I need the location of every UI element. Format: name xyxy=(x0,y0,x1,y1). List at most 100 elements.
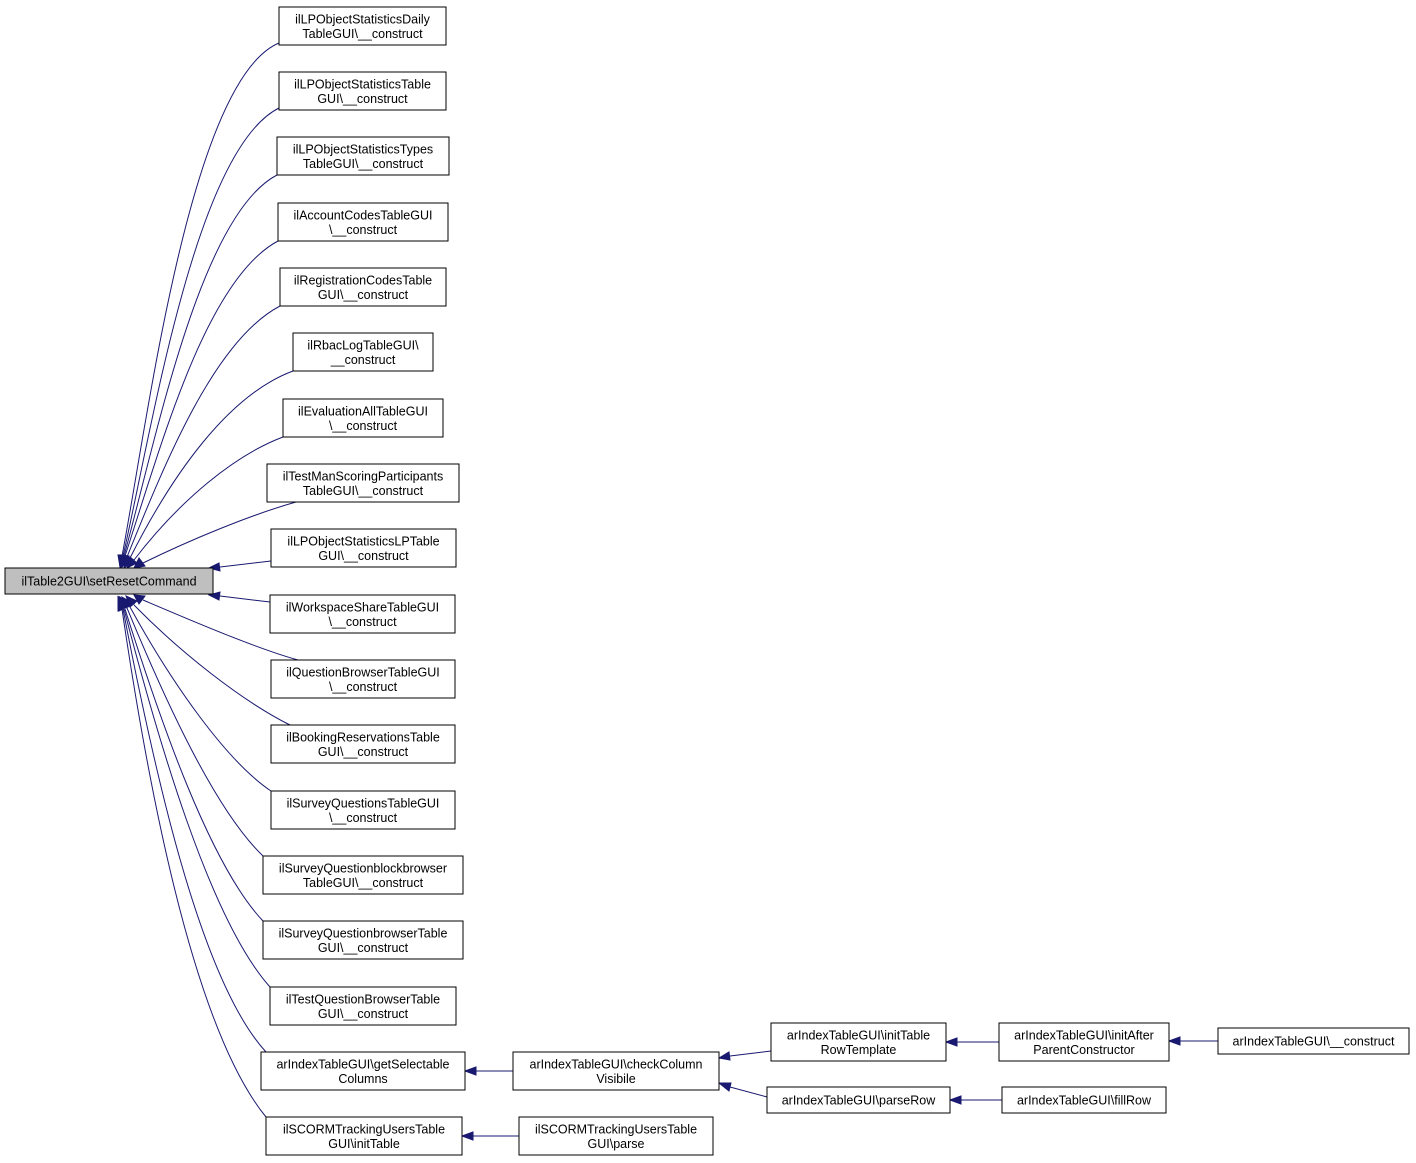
node-label: ilRbacLogTableGUI\ xyxy=(307,338,419,352)
caller-node[interactable]: ilSurveyQuestionbrowserTableGUI\__constr… xyxy=(262,920,464,960)
caller-node[interactable]: arIndexTableGUI\fillRow xyxy=(1001,1086,1167,1114)
node-label: ilQuestionBrowserTableGUI xyxy=(286,665,440,679)
caller-node[interactable]: arIndexTableGUI\initAfterParentConstruct… xyxy=(998,1022,1170,1062)
node-box xyxy=(278,6,447,46)
edge-line xyxy=(122,608,267,1053)
node-label: GUI\__construct xyxy=(318,745,409,759)
node-box xyxy=(998,1022,1170,1062)
caller-node[interactable]: ilLPObjectStatisticsDailyTableGUI\__cons… xyxy=(278,6,447,46)
node-label: arIndexTableGUI\__construct xyxy=(1233,1035,1395,1049)
node-box xyxy=(266,463,460,503)
caller-node[interactable]: arIndexTableGUI\__construct xyxy=(1217,1027,1410,1055)
edge-n11-to-root xyxy=(133,594,299,661)
node-label: ilLPObjectStatisticsDaily xyxy=(295,12,431,26)
edge-n13-to-root xyxy=(121,595,272,792)
node-label: ilEvaluationAllTableGUI xyxy=(298,404,428,418)
node-label: ilTable2GUI\setResetCommand xyxy=(21,575,196,589)
node-label: arIndexTableGUI\checkColumn xyxy=(530,1057,703,1071)
node-label: ilBookingReservationsTable xyxy=(286,730,440,744)
arrowhead-icon xyxy=(948,1095,962,1105)
edge-n9-to-root xyxy=(207,560,272,572)
caller-node[interactable]: ilSurveyQuestionblockbrowserTableGUI\__c… xyxy=(262,855,464,895)
caller-node[interactable]: ilRbacLogTableGUI\__construct xyxy=(292,332,434,372)
caller-node[interactable]: ilLPObjectStatisticsTypesTableGUI\__cons… xyxy=(276,136,450,176)
node-box xyxy=(292,332,434,372)
edge-line xyxy=(133,604,291,726)
caller-node[interactable]: ilQuestionBrowserTableGUI\__construct xyxy=(270,659,456,699)
edge-n1-to-root xyxy=(117,42,280,569)
node-label: ilLPObjectStatisticsTypes xyxy=(293,142,433,156)
node-label: arIndexTableGUI\initTable xyxy=(787,1028,930,1042)
edge-line xyxy=(121,42,280,557)
edge-n18-to-root xyxy=(117,595,267,1118)
node-label: \__construct xyxy=(329,419,398,433)
edge-line xyxy=(729,1086,768,1098)
edge-line xyxy=(126,305,281,558)
node-label: ilAccountCodesTableGUI xyxy=(294,208,433,222)
node-box xyxy=(270,659,456,699)
edge-line xyxy=(142,501,297,564)
node-box xyxy=(260,1051,466,1091)
node-label: \__construct xyxy=(329,223,398,237)
edge-n22-to-n19 xyxy=(717,1082,768,1098)
root-node[interactable]: ilTable2GUI\setResetCommand xyxy=(4,567,214,595)
nodes: ilTable2GUI\setResetCommand ilLPObjectSta… xyxy=(4,6,1410,1156)
node-box xyxy=(270,724,456,764)
node-box xyxy=(278,71,447,111)
node-box xyxy=(277,202,449,242)
node-label: ilWorkspaceShareTableGUI xyxy=(286,600,439,614)
arrowhead-icon xyxy=(717,1082,732,1092)
node-label: arIndexTableGUI\fillRow xyxy=(1017,1094,1152,1108)
edge-n10-to-root xyxy=(207,591,271,603)
node-label: RowTemplate xyxy=(821,1043,897,1057)
node-box xyxy=(282,398,444,438)
node-box xyxy=(269,594,456,634)
caller-node[interactable]: ilEvaluationAllTableGUI\__construct xyxy=(282,398,444,438)
node-label: GUI\parse xyxy=(588,1137,645,1151)
caller-node[interactable]: ilLPObjectStatisticsLPTableGUI\__constru… xyxy=(270,528,457,568)
node-label: ilLPObjectStatisticsTable xyxy=(294,77,431,91)
edge-n23-to-n21 xyxy=(944,1037,999,1047)
arrowhead-icon xyxy=(463,1066,477,1076)
node-label: GUI\__construct xyxy=(318,288,409,302)
edge-line xyxy=(124,240,279,557)
node-label: ilSurveyQuestionsTableGUI xyxy=(287,796,440,810)
node-box xyxy=(265,1116,463,1156)
node-label: TableGUI\__construct xyxy=(303,876,424,890)
node-box xyxy=(518,1116,714,1156)
node-label: Visibile xyxy=(596,1072,635,1086)
caller-node[interactable]: ilAccountCodesTableGUI\__construct xyxy=(277,202,449,242)
arrowhead-icon xyxy=(133,594,146,605)
node-box xyxy=(1217,1027,1410,1055)
edge-n24-to-n22 xyxy=(948,1095,1002,1105)
caller-node[interactable]: ilBookingReservationsTableGUI\__construc… xyxy=(270,724,456,764)
node-label: TableGUI\__construct xyxy=(303,484,424,498)
caller-node[interactable]: ilTestManScoringParticipantsTableGUI\__c… xyxy=(266,463,460,503)
node-box xyxy=(1001,1086,1167,1114)
caller-node[interactable]: arIndexTableGUI\parseRow xyxy=(766,1086,951,1114)
node-label: arIndexTableGUI\parseRow xyxy=(782,1094,937,1108)
node-label: TableGUI\__construct xyxy=(302,27,423,41)
caller-node[interactable]: ilWorkspaceShareTableGUI\__construct xyxy=(269,594,456,634)
edge-line xyxy=(129,370,294,559)
node-label: ilSurveyQuestionblockbrowser xyxy=(279,861,447,875)
caller-node[interactable]: ilSurveyQuestionsTableGUI\__construct xyxy=(270,790,456,830)
node-box xyxy=(270,790,456,830)
node-label: GUI\__construct xyxy=(318,549,409,563)
node-label: ParentConstructor xyxy=(1033,1043,1134,1057)
edge-line xyxy=(729,1050,772,1057)
arrowhead-icon xyxy=(717,1051,731,1061)
caller-node[interactable]: ilTestQuestionBrowserTableGUI\__construc… xyxy=(269,986,457,1026)
node-box xyxy=(270,528,457,568)
node-label: \__construct xyxy=(329,811,398,825)
edge-n20-to-n18 xyxy=(460,1131,519,1141)
node-label: ilTestQuestionBrowserTable xyxy=(286,992,440,1006)
